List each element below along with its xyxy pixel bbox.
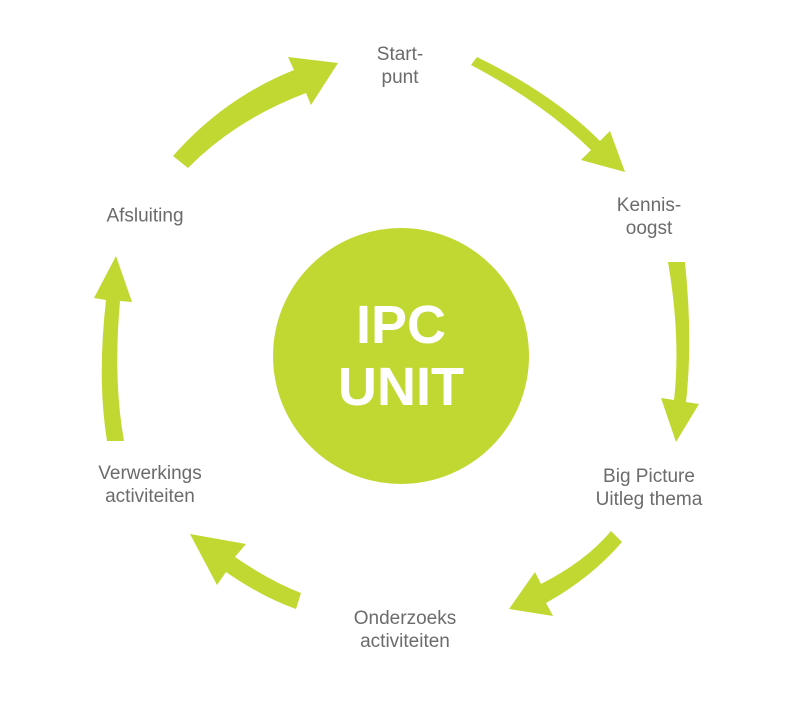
center-title-line1: IPC	[355, 295, 447, 355]
step-label-line1: Kennis-	[616, 195, 682, 216]
arrow-verwerkings-to-afsluiting	[94, 256, 132, 441]
step-label-line1: Big Picture	[603, 466, 695, 487]
arrow-bigpicture-to-onderzoeks	[509, 531, 622, 616]
arrow-afsluiting-to-startpunt	[173, 57, 338, 168]
step-verwerkings: Verwerkings activiteiten	[98, 462, 202, 508]
step-label-line2: punt	[381, 67, 419, 88]
arrow-startpunt-to-kennisoogst	[471, 57, 625, 172]
center-circle: IPC UNIT	[273, 228, 529, 484]
step-label-line2: oogst	[625, 218, 673, 239]
center-title-line2: UNIT	[338, 357, 464, 417]
step-label-line1: Onderzoeks	[353, 608, 457, 629]
arrow-onderzoeks-to-verwerkings	[190, 534, 301, 609]
step-label-line2: activiteiten	[105, 486, 195, 507]
step-label-line2: activiteiten	[360, 631, 450, 652]
step-onderzoeks: Onderzoeks activiteiten	[354, 607, 456, 653]
step-label-line1: Afsluiting	[106, 205, 184, 227]
step-label-line2: Uitleg thema	[595, 489, 703, 510]
step-label-line1: Verwerkings	[98, 463, 202, 484]
arrow-kennisoogst-to-bigpicture	[661, 262, 699, 442]
step-kennisoogst: Kennis- oogst	[617, 194, 681, 240]
step-label-line1: Start-	[376, 44, 424, 65]
step-big-picture: Big Picture Uitleg thema	[596, 465, 703, 511]
step-startpunt: Start- punt	[377, 43, 423, 89]
step-afsluiting: Afsluiting	[106, 205, 183, 228]
